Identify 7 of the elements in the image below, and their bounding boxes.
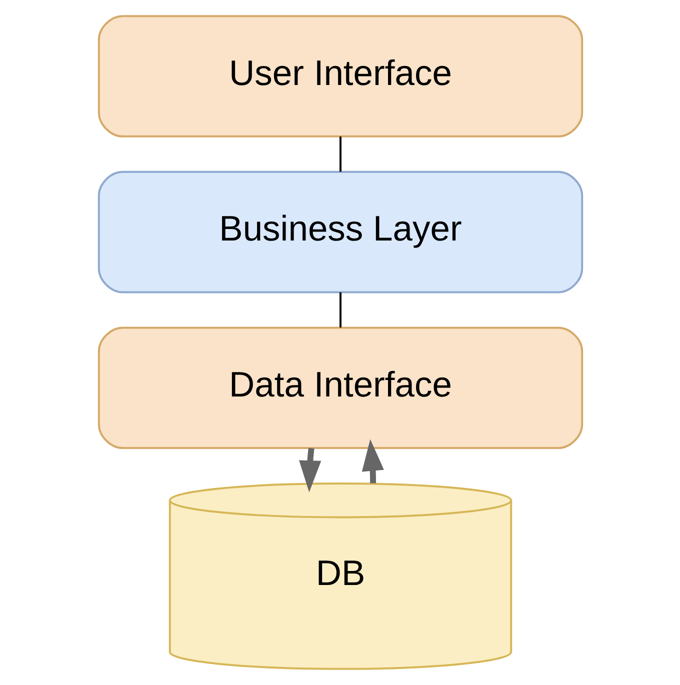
node-box: Business Layer: [97, 170, 583, 294]
node-box: Data Interface: [97, 326, 583, 449]
arrow: [298, 448, 321, 492]
node-box: User Interface: [97, 15, 583, 138]
connector: [339, 136, 341, 172]
arrow: [361, 439, 384, 484]
connector: [339, 292, 341, 328]
